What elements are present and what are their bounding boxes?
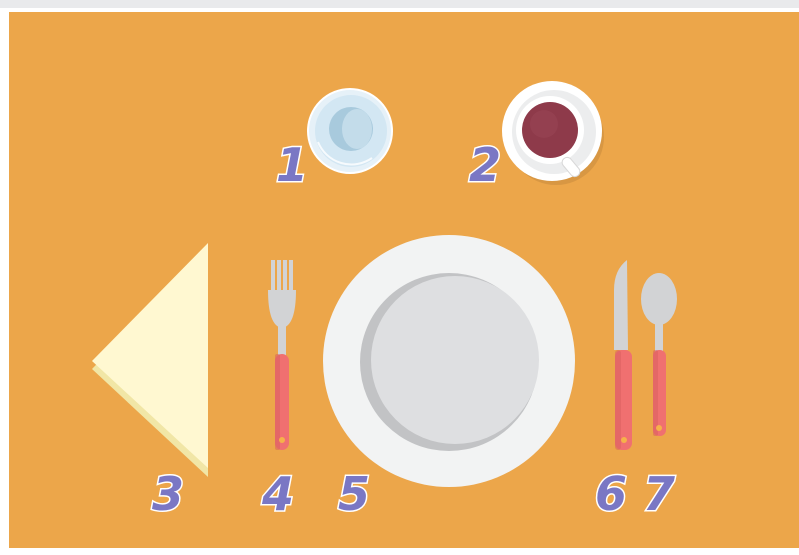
label-2: 2: [469, 138, 501, 192]
glass-icon: [308, 89, 392, 173]
label-5: 5: [338, 467, 370, 521]
plate-icon: [323, 235, 575, 487]
label-6: 6: [595, 467, 627, 521]
label-4: 4: [261, 467, 294, 521]
label-7: 7: [643, 467, 675, 521]
label-1: 1: [276, 138, 308, 192]
label-3: 3: [152, 467, 184, 521]
top-frame: [0, 0, 799, 8]
